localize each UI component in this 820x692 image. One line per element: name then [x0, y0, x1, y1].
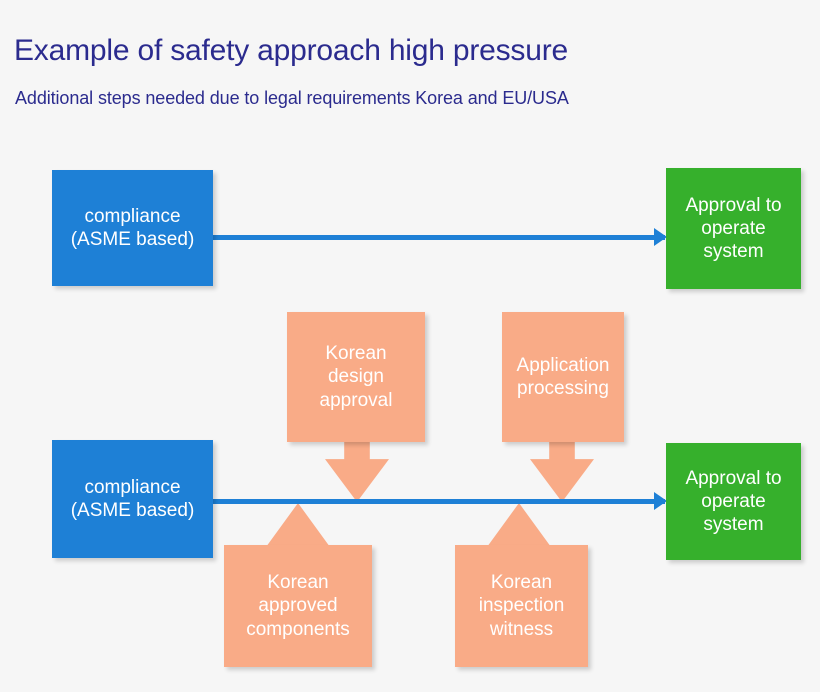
- step-box-application-processing[interactable]: Application processing: [502, 312, 624, 442]
- connector-arrowhead-row2: [654, 492, 667, 510]
- page-subtitle: Additional steps needed due to legal req…: [15, 88, 569, 108]
- step-box-korean-inspection-witness[interactable]: Korean inspection witness: [455, 545, 588, 667]
- approval-box-row1-label: Approval to operate system: [685, 194, 782, 263]
- step-box-korean-approved-components-label: Korean approved components: [246, 572, 350, 640]
- connector-arrowhead-row1: [654, 228, 667, 246]
- page-title: Example of safety approach high pressure: [14, 34, 568, 67]
- step-box-korean-design-approval-label: Korean design approval: [319, 343, 393, 411]
- compliance-box-row2[interactable]: compliance (ASME based): [52, 440, 213, 558]
- connector-line-row2: [211, 499, 665, 504]
- approval-box-row2-label: Approval to operate system: [685, 467, 782, 536]
- compliance-box-row1-label: compliance (ASME based): [70, 205, 195, 250]
- approval-box-row2[interactable]: Approval to operate system: [666, 443, 801, 560]
- approval-box-row1[interactable]: Approval to operate system: [666, 168, 801, 289]
- compliance-box-row1[interactable]: compliance (ASME based): [52, 170, 213, 286]
- step-box-korean-inspection-witness-label: Korean inspection witness: [478, 572, 565, 640]
- step-box-korean-design-approval[interactable]: Korean design approval: [287, 312, 425, 442]
- step-box-korean-approved-components[interactable]: Korean approved components: [224, 545, 372, 667]
- connector-line-row1: [211, 235, 665, 240]
- step-box-application-processing-label: Application processing: [516, 354, 610, 399]
- compliance-box-row2-label: compliance (ASME based): [70, 476, 195, 521]
